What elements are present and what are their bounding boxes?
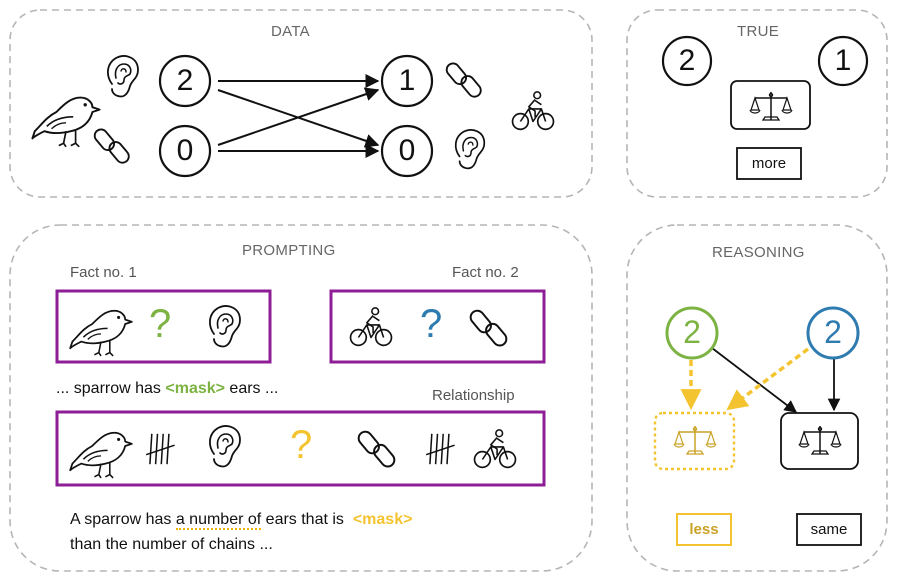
question-mark-blue: ? <box>420 302 443 346</box>
cyclist-icon <box>473 429 517 469</box>
sentence1-post: ears ... <box>224 380 279 397</box>
sentence2-underlined: a number of <box>175 511 262 530</box>
reasoning-arrow <box>711 347 798 413</box>
same-answer-box <box>796 513 862 546</box>
bird-icon <box>69 431 133 479</box>
tally-icon <box>425 433 456 465</box>
ear-icon <box>454 129 486 170</box>
chain-icon <box>443 59 485 101</box>
less-answer-label: less <box>689 521 719 538</box>
true-node-right-value: 1 <box>834 44 852 77</box>
true-node-left-value: 2 <box>678 44 696 77</box>
relationship-box <box>55 410 546 487</box>
fact2-label: Fact no. 2 <box>452 264 519 281</box>
data-node-right-top <box>380 54 434 108</box>
question-mark-green: ? <box>149 302 172 346</box>
ear-icon <box>107 55 139 98</box>
same-answer-label: same <box>810 521 848 538</box>
bird-icon <box>31 96 101 148</box>
chain-icon <box>91 125 133 167</box>
reasoning-node-blue <box>806 306 860 360</box>
reasoning-panel-title: REASONING <box>712 244 805 261</box>
true-panel-border <box>626 9 888 198</box>
data-node-left-top <box>158 54 212 108</box>
data-node-left-top-value: 2 <box>176 64 194 97</box>
prompt-sentence-2-line2: than the number of chains ... <box>70 536 273 553</box>
question-mark-yellow: ? <box>290 423 313 467</box>
true-answer-label: more <box>751 155 787 172</box>
ear-icon <box>209 425 241 468</box>
reasoning-node-blue-value: 2 <box>824 314 842 350</box>
cyclist-icon <box>511 91 555 131</box>
prompting-panel-title: PROMPTING <box>242 242 336 259</box>
sentence1-mask: <mask> <box>165 380 225 397</box>
true-node-left <box>661 35 713 87</box>
prompt-sentence-1: ... sparrow has <mask> ears ... <box>56 380 278 398</box>
relationship-label: Relationship <box>432 387 515 404</box>
sentence2-mask: <mask> <box>352 511 413 528</box>
data-arrow <box>217 87 380 146</box>
sentence2-pre: A sparrow has <box>70 511 176 528</box>
tally-icon <box>145 433 176 465</box>
sentence2-mid: ears that is <box>261 511 349 528</box>
chain-icon <box>354 427 399 471</box>
true-answer-box <box>736 147 802 180</box>
data-node-left-bottom <box>158 124 212 178</box>
fact1-box <box>55 289 272 364</box>
prompt-sentence-2-line1: A sparrow has a number of ears that is <… <box>70 511 413 530</box>
data-node-right-bottom-value: 0 <box>398 134 416 167</box>
cyclist-icon <box>349 307 393 347</box>
data-node-right-bottom <box>380 124 434 178</box>
data-node-right-top-value: 1 <box>398 64 416 97</box>
reasoning-node-green-value: 2 <box>683 314 701 350</box>
less-answer-box <box>676 513 732 546</box>
data-node-left-bottom-value: 0 <box>176 134 194 167</box>
bird-icon <box>69 309 133 357</box>
true-node-right <box>817 35 869 87</box>
data-panel-title: DATA <box>271 23 310 40</box>
ear-icon <box>209 305 241 348</box>
reasoning-arrow-yellow <box>726 341 818 411</box>
sentence1-pre: ... sparrow has <box>56 380 166 397</box>
fact2-box <box>329 289 546 364</box>
true-panel-title: TRUE <box>737 23 780 40</box>
reasoning-node-green <box>665 306 719 360</box>
prompting-panel-border <box>9 224 593 572</box>
reasoning-panel-border <box>626 224 888 572</box>
fact1-label: Fact no. 1 <box>70 264 137 281</box>
chain-icon <box>466 306 511 350</box>
